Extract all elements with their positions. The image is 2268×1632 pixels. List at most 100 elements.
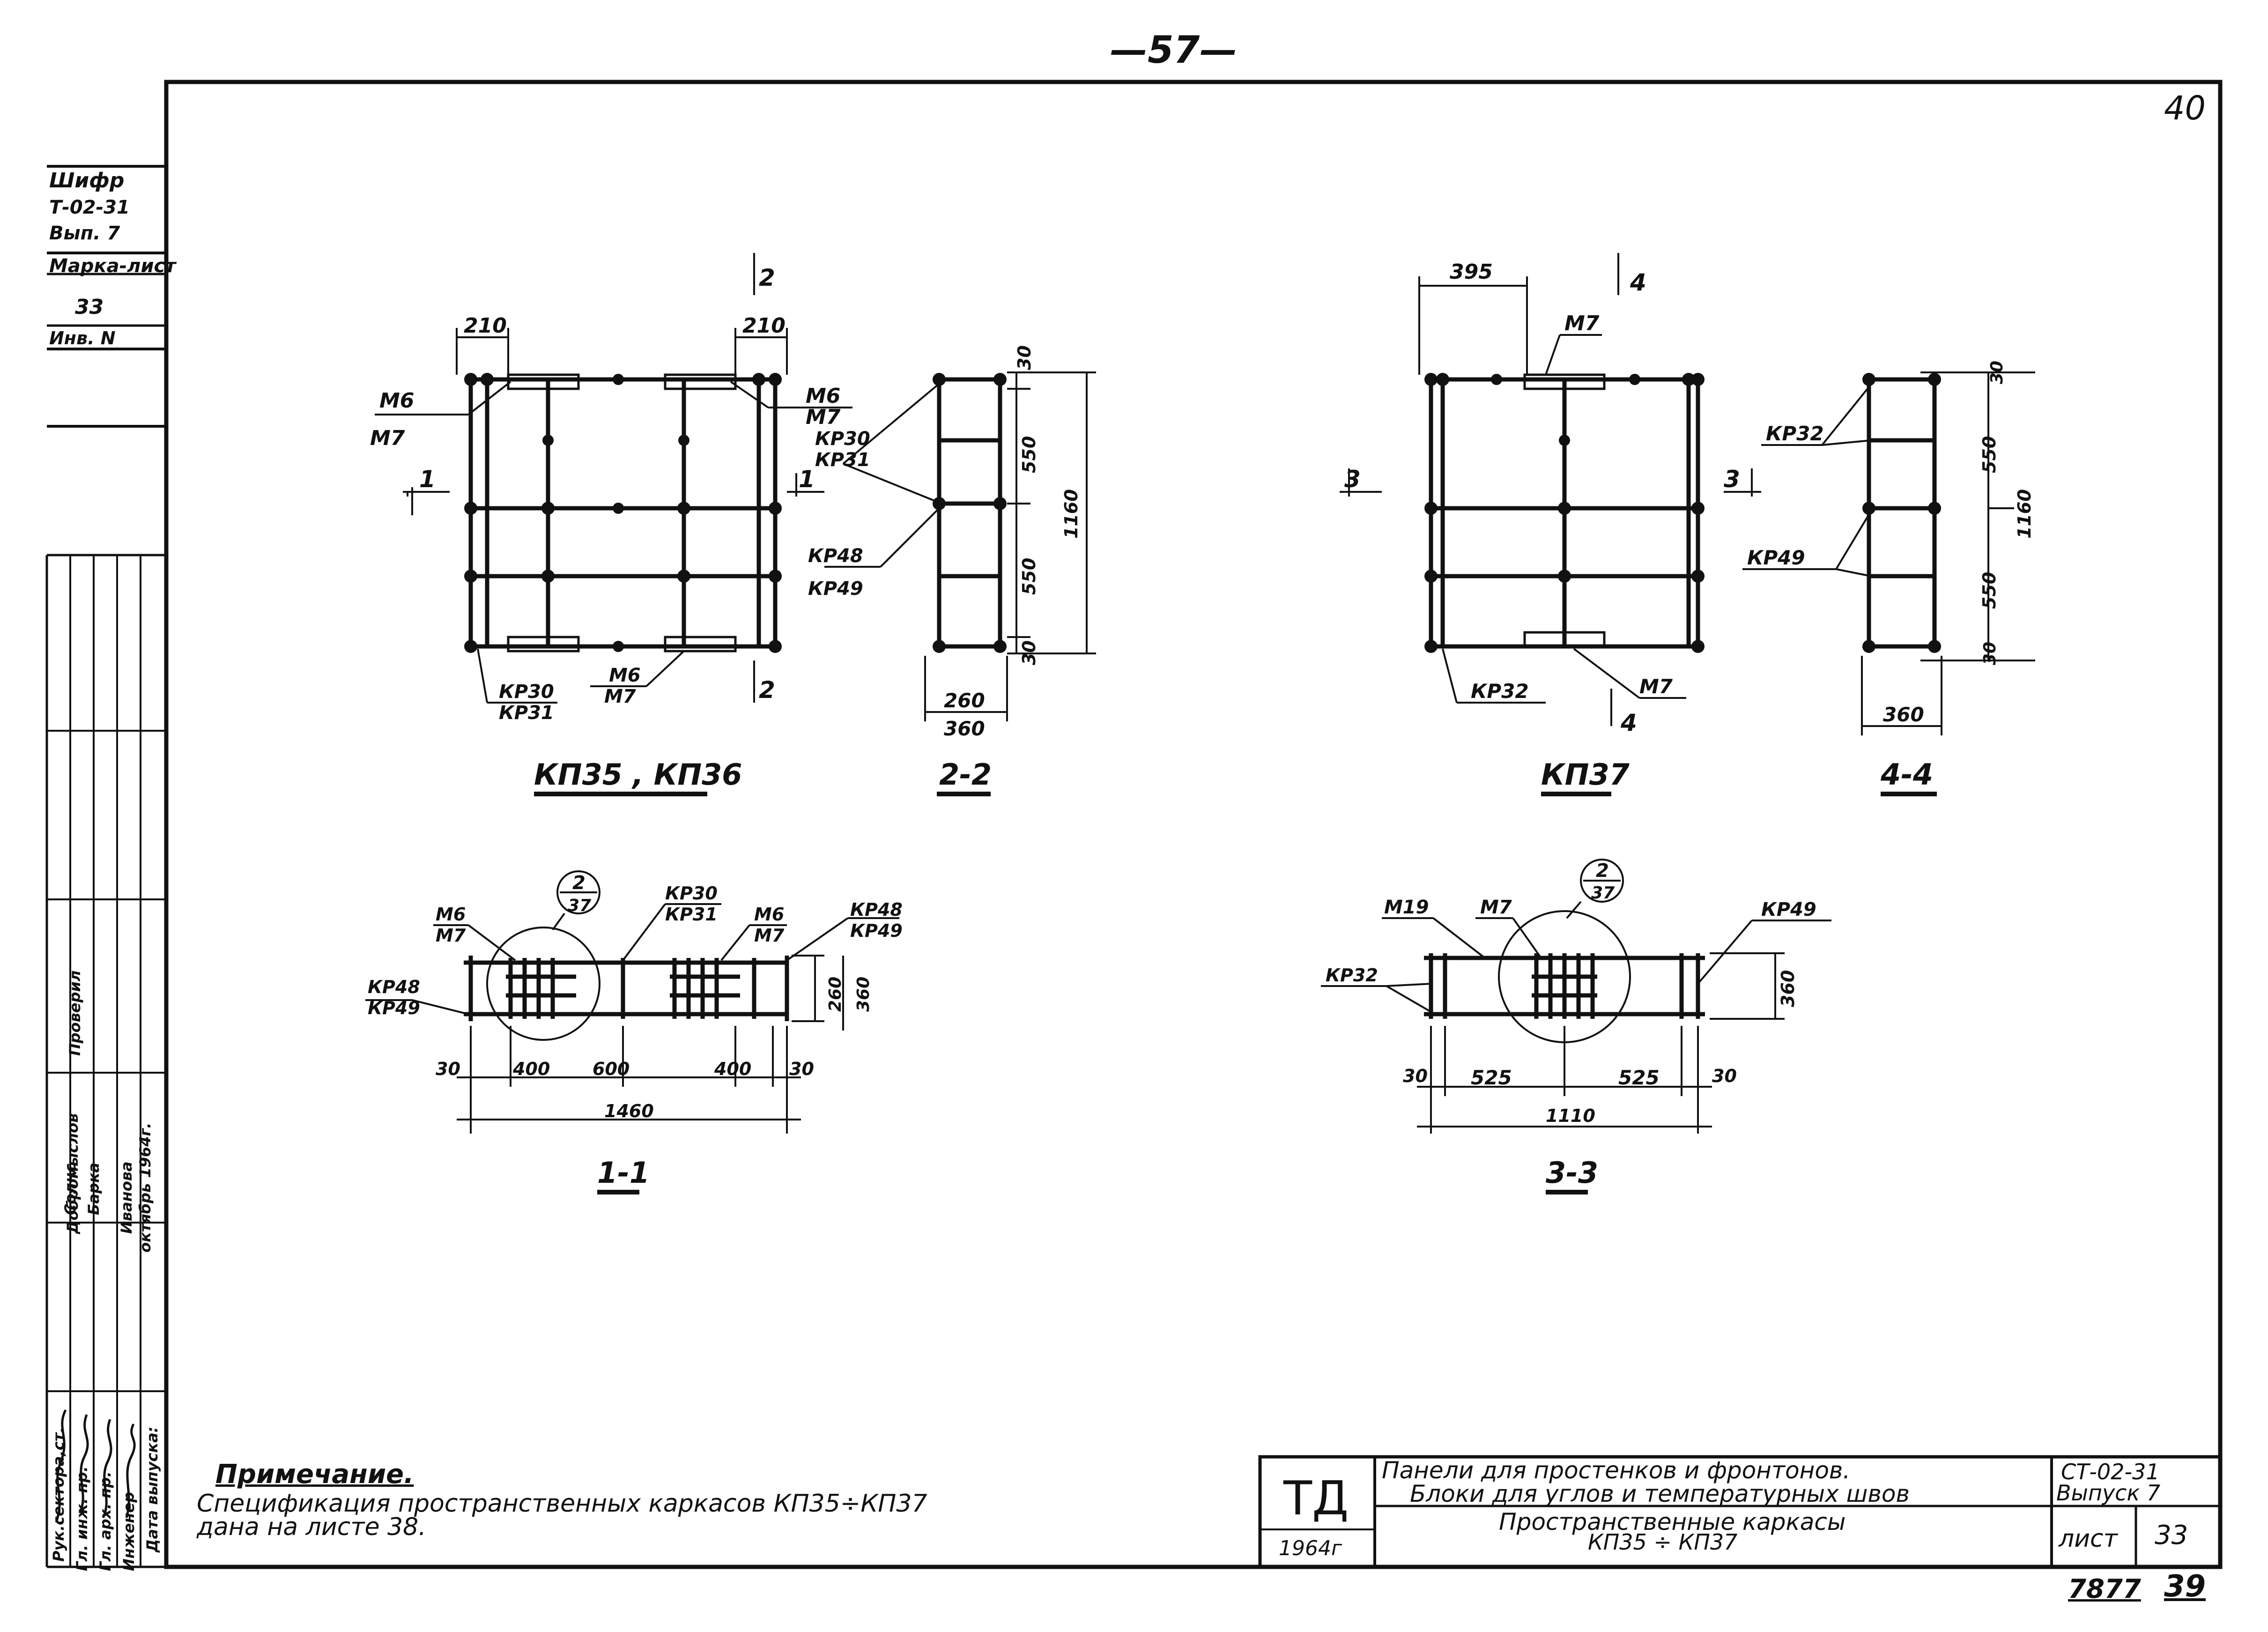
sec33-height: 360 <box>1778 970 1798 1007</box>
kp35-label-m7-left: М7 <box>370 426 405 450</box>
sheet-number: 33 <box>2155 1520 2188 1550</box>
kp35-dim-left: 210 <box>464 314 507 338</box>
sec33-label-m19: М19 <box>1384 897 1429 918</box>
sec11-label-m6-b: М6 <box>754 904 784 925</box>
kp37-section-mark-right: 3 <box>1724 466 1740 493</box>
kp35-label-bottom-m6: М6 <box>609 665 641 686</box>
sec44-dim-550-b: 550 <box>1979 572 2000 609</box>
kp35-nodes <box>464 373 782 653</box>
sec44-dim-top: 30 <box>1987 361 2007 384</box>
sec11-dim-total: 1460 <box>604 1101 654 1121</box>
sec22-dim-550-a: 550 <box>1019 436 1039 473</box>
sec11-dim-600: 600 <box>593 1059 630 1079</box>
note-line-1: Спецификация пространственных каркасов К… <box>197 1490 927 1518</box>
kp37-section-mark-top: 4 <box>1630 269 1646 296</box>
note-title: Примечание. <box>215 1459 414 1490</box>
sec11-label-kp48-left: КР48 <box>368 977 420 997</box>
kp35-label-bottom-m7: М7 <box>604 686 636 707</box>
kp35-dim-right: 210 <box>742 314 786 338</box>
kp37-label-m7-bottom: М7 <box>1639 675 1673 698</box>
sheet-title-line-2: КП35 ÷ КП37 <box>1588 1529 1738 1555</box>
sec33-callout-top: 2 <box>1596 860 1609 882</box>
kp35-section-mark-left: 1 <box>419 466 436 493</box>
sec11-label-m7-b: М7 <box>754 925 785 946</box>
stamp-mark: 33 <box>75 295 104 319</box>
bottom-number-b: 39 <box>2164 1569 2206 1604</box>
kp35-title: КП35 , КП36 <box>534 757 742 792</box>
sec33-label-kp32: КР32 <box>1326 965 1378 986</box>
sec11-callout-top: 2 <box>572 872 586 894</box>
sheet-title-line-1: Пространственные каркасы <box>1499 1508 1846 1536</box>
kp35-label-kp31: КР31 <box>499 702 554 724</box>
sec22-dim-total: 1160 <box>1061 489 1082 539</box>
stamp-inv-label: Инв. N <box>49 328 116 349</box>
kp35-label-m6-left: М6 <box>379 389 414 413</box>
kp37-section-mark-bottom: 4 <box>1620 709 1637 736</box>
signature-table: Рук.сектора,ст. Гл. инж. пр. Гл. арх. пр… <box>47 555 166 1571</box>
doc-code: СТ-02-31 <box>2061 1459 2160 1484</box>
sec11-dim-400-b: 400 <box>714 1059 751 1079</box>
sec33-dim-30-right: 30 <box>1712 1066 1737 1086</box>
sec44-dim-bottom: 30 <box>1980 642 2000 665</box>
sec11-dim-30-right: 30 <box>789 1059 814 1079</box>
sec44-width: 360 <box>1883 703 1924 726</box>
sec11-dim-400-a: 400 <box>512 1059 550 1079</box>
sec44-label-kp49: КР49 <box>1747 546 1805 569</box>
kp37-label-kp32: КР32 <box>1471 680 1529 703</box>
sec11-label-kp30: КР30 <box>665 883 718 904</box>
title-line-2: Блоки для углов и температурных швов <box>1410 1480 1910 1507</box>
td-logo: ТД <box>1283 1471 1349 1526</box>
sec33-dim-525-a: 525 <box>1471 1066 1512 1089</box>
sec11-callout-bottom: 37 <box>568 896 591 915</box>
handwritten-signatures <box>55 1409 136 1523</box>
sec22-dim-550-b: 550 <box>1019 558 1039 595</box>
stamp-mark-label: Марка-лист <box>49 255 176 277</box>
sec22-label-kp49: КР49 <box>808 578 863 600</box>
kp37-dim-top: 395 <box>1450 260 1493 284</box>
kp35-label-kp30: КР30 <box>499 681 554 703</box>
sec22-frame <box>937 377 1002 649</box>
sec33-label-m7: М7 <box>1480 897 1512 918</box>
kp35-frame <box>468 373 778 653</box>
kp37-label-m7-top: М7 <box>1564 312 1600 335</box>
sec44-title: 4-4 <box>1880 757 1933 792</box>
sec33-label-kp49: КР49 <box>1761 899 1816 920</box>
note-line-2: дана на листе 38. <box>197 1513 426 1541</box>
kp35-section-mark-top: 2 <box>759 264 775 291</box>
sec11-label-m6-a: М6 <box>436 904 466 925</box>
sec33-dim-30-left: 30 <box>1403 1066 1428 1086</box>
sec11-label-kp49-right: КР49 <box>850 920 903 941</box>
sec33-frame <box>1424 953 1705 1019</box>
sec44-dim-total: 1160 <box>2014 489 2035 539</box>
sec33-dim-total: 1110 <box>1546 1105 1595 1126</box>
sec33-title: 3-3 <box>1546 1156 1598 1190</box>
sec22-width-inner: 260 <box>944 689 985 712</box>
sec11-label-kp48-right: КР48 <box>850 899 903 920</box>
sec11-frame <box>464 956 789 1021</box>
kp35-label-m6-right: М6 <box>806 384 840 408</box>
title-year: 1964г <box>1279 1536 1342 1560</box>
sec44-dim-550-a: 550 <box>1979 436 2000 473</box>
sec11-label-m7-a: М7 <box>436 925 466 946</box>
sec22-label-kp48: КР48 <box>808 545 863 567</box>
sec11-title: 1-1 <box>597 1156 650 1190</box>
corner-number: 40 <box>2164 89 2206 127</box>
kp35-section-mark-bottom: 2 <box>759 676 775 704</box>
sec44-label-kp32: КР32 <box>1766 422 1824 445</box>
stamp-issue: Вып. 7 <box>49 223 120 244</box>
sec33-dim-525-b: 525 <box>1618 1066 1660 1089</box>
stamp-code: Т-02-31 <box>49 197 130 218</box>
sec11-label-kp49-left: КР49 <box>368 998 420 1018</box>
kp35-label-m7-right: М7 <box>806 405 841 429</box>
sec22-title: 2-2 <box>939 757 992 792</box>
kp37-section-mark-left: 3 <box>1344 466 1361 493</box>
title-line-1: Панели для простенков и фронтонов. <box>1382 1457 1851 1484</box>
sec33-callout-bottom: 37 <box>1591 883 1615 903</box>
kp37-title: КП37 <box>1541 757 1630 792</box>
kp35-section-mark-right: 1 <box>799 466 815 493</box>
sec22-label-kp30: КР30 <box>815 428 870 450</box>
sec22-label-kp31: КР31 <box>815 449 870 471</box>
doc-issue: Выпуск 7 <box>2056 1480 2161 1506</box>
